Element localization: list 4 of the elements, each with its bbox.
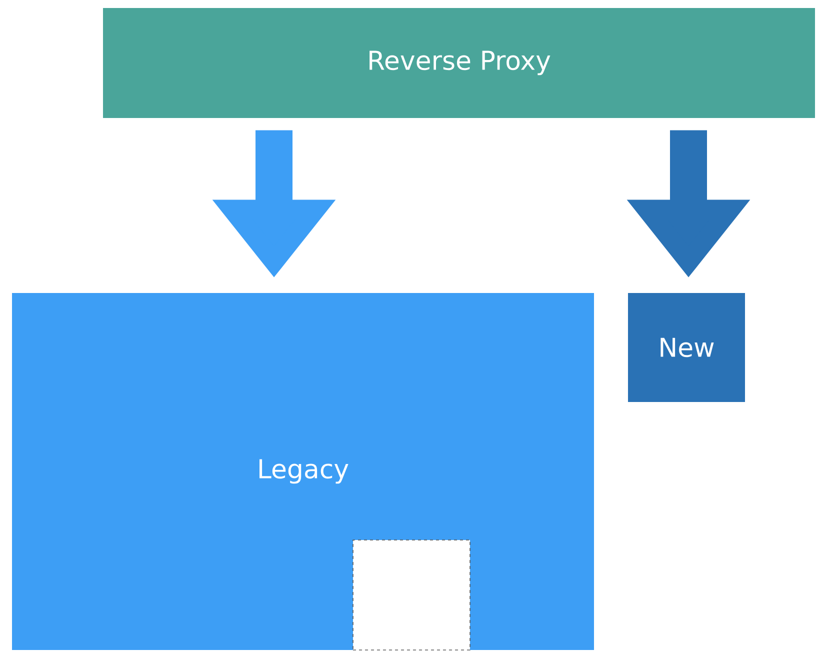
proxy-box: Reverse Proxy <box>103 8 815 118</box>
legacy-box: Legacy <box>12 293 594 650</box>
placeholder-box <box>352 540 470 650</box>
service-box: New <box>628 293 745 402</box>
